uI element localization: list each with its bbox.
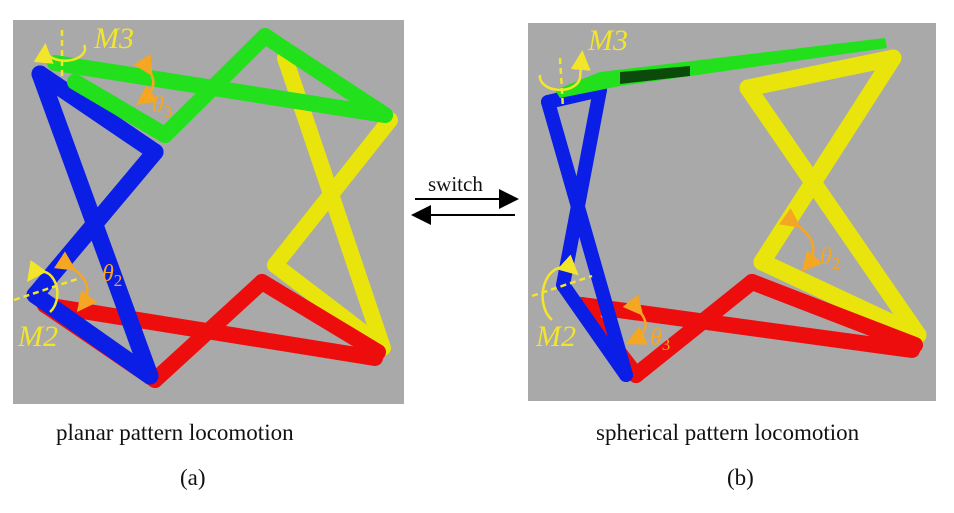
- switch-label: switch: [428, 172, 483, 196]
- theta3-angle-arc-b: [622, 294, 648, 345]
- panel-a-tag: (a): [180, 465, 206, 490]
- theta2-angle-arc-b: [778, 208, 823, 272]
- motor-m2-rotation-icon-b: [531, 254, 593, 321]
- motor-m3-rotation-icon: [33, 30, 87, 80]
- theta-symbol: θ: [102, 261, 114, 287]
- theta-symbol: θ: [650, 325, 662, 351]
- theta2-angle-arc-a: [53, 251, 98, 312]
- theta-subscript: 3: [163, 102, 173, 121]
- theta-symbol: θ: [820, 244, 832, 270]
- green-link-b: [555, 38, 887, 98]
- motor-m3-label-a: M3: [94, 22, 134, 55]
- theta3-label-b: θ3: [650, 326, 670, 353]
- panel-b-image: [528, 23, 936, 401]
- green-link-a: [47, 28, 393, 143]
- motor-m3-rotation-icon-b: [538, 50, 591, 109]
- theta-subscript: 2: [831, 254, 841, 273]
- green-link-shadow-b: [620, 66, 690, 84]
- theta2-label-b: θ2: [820, 245, 840, 272]
- theta-subscript: 3: [661, 335, 671, 354]
- theta-symbol: θ: [152, 92, 164, 118]
- panel-b-caption: spherical pattern locomotion: [596, 420, 860, 445]
- motor-m3-label-b: M3: [588, 24, 628, 57]
- theta3-angle-arc-a: [133, 53, 159, 105]
- theta3-label-a: θ3: [152, 93, 172, 120]
- panel-b-tag: (b): [727, 465, 754, 490]
- panel-a-caption: planar pattern locomotion: [56, 420, 294, 445]
- blue-link-b: [541, 83, 633, 382]
- motor-m2-label-a: M2: [18, 320, 58, 353]
- motor-m2-label-b: M2: [536, 320, 576, 353]
- theta-subscript: 2: [113, 271, 123, 290]
- theta2-label-a: θ2: [102, 262, 122, 289]
- panel-a-image: [13, 20, 404, 404]
